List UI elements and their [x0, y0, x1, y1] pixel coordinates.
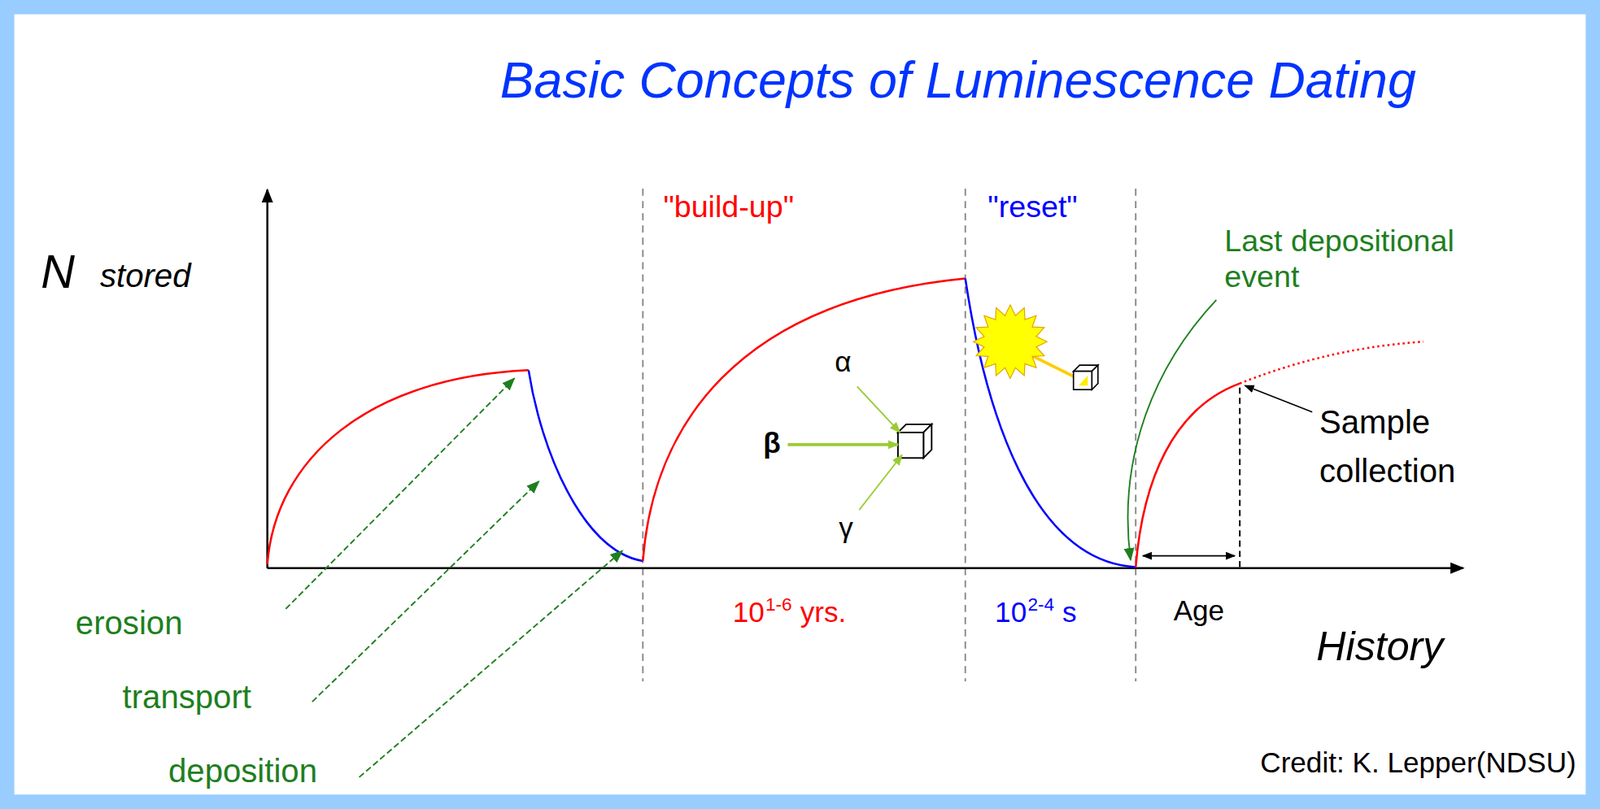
axis-subscript: stored	[100, 257, 192, 294]
buildup-curve	[267, 370, 529, 564]
white-panel	[14, 14, 1587, 796]
unit-label: s	[1062, 597, 1077, 629]
cube-face	[1091, 365, 1099, 390]
buildup-curve	[642, 278, 965, 561]
beta-ray	[787, 443, 898, 447]
projected-curve	[1239, 341, 1424, 384]
credit-note: Credit: K. Lepper(NDSU)	[1259, 748, 1576, 781]
alpha-ray	[857, 386, 901, 432]
gamma-ray	[858, 454, 903, 511]
divider-line	[1134, 188, 1137, 682]
axis-symbol: N	[40, 245, 75, 297]
leader-line	[285, 378, 515, 610]
sun-symbol	[973, 305, 1047, 379]
time-scale: 102-4 s	[994, 596, 1077, 630]
buildup-curve	[1135, 383, 1240, 568]
leader-line	[359, 550, 624, 777]
event-label: Last depositional event	[1224, 222, 1531, 294]
exponent: 2-4	[1027, 594, 1055, 615]
process-label: transport	[122, 679, 252, 715]
leader-line	[312, 481, 539, 702]
time-scale: 101-6 yrs.	[732, 596, 847, 630]
x-axis	[267, 566, 1464, 570]
divider-line	[964, 188, 967, 682]
phase-label: "reset"	[987, 189, 1077, 223]
cube-face	[1073, 371, 1093, 391]
event-arrow	[1128, 300, 1217, 561]
process-label: deposition	[168, 754, 318, 790]
cube-face	[898, 432, 924, 458]
unit-label: yrs.	[800, 597, 847, 629]
radiation-symbol: α	[834, 347, 851, 380]
collection-line	[1238, 388, 1241, 569]
age-label: Age	[1173, 596, 1226, 628]
process-leaders	[285, 378, 623, 777]
diagram-title: Basic Concepts of Luminescence Dating	[500, 52, 1417, 109]
radiation-symbol: γ	[838, 513, 854, 545]
process-label: erosion	[75, 605, 184, 642]
reset-curve	[528, 370, 643, 562]
base-number: 10	[994, 597, 1027, 629]
radiation-symbol: β	[762, 428, 781, 461]
grain-cube	[898, 424, 932, 458]
reset-curve	[965, 278, 1136, 567]
collection-label: Sample collection	[1319, 397, 1499, 496]
period-dividers	[642, 188, 1136, 682]
light-spot	[1078, 375, 1088, 387]
y-axis	[265, 189, 269, 568]
axis-title: History	[1316, 623, 1444, 668]
signal-curves	[267, 278, 1424, 567]
age-arrow	[1142, 555, 1235, 558]
leader-line	[1244, 385, 1313, 413]
cube-face	[923, 424, 932, 458]
grain-cube	[1073, 365, 1099, 390]
phase-label: "build-up"	[662, 189, 794, 223]
exponent: 1-6	[765, 594, 793, 615]
divider-line	[641, 188, 644, 682]
base-number: 10	[732, 597, 765, 629]
